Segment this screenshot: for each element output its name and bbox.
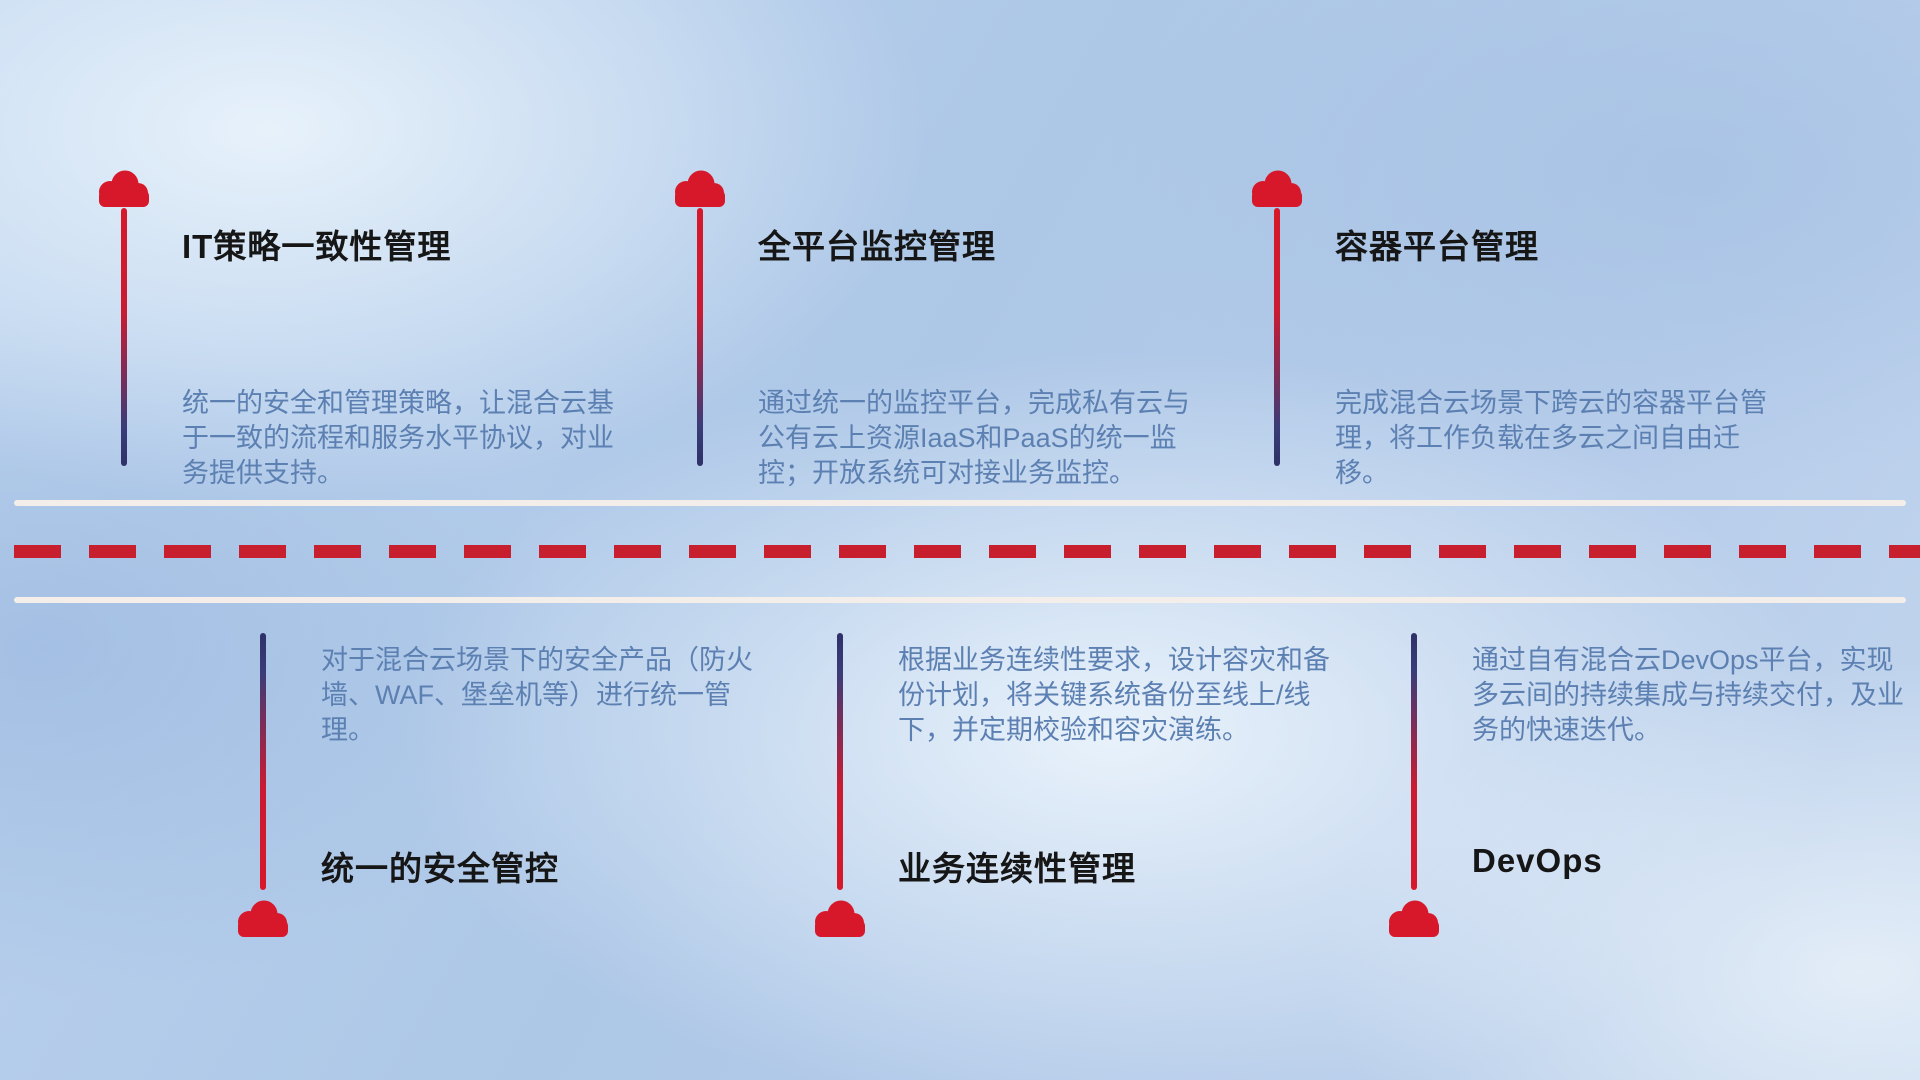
feature-description: 完成混合云场景下跨云的容器平台管理，将工作负载在多云之间自由迁移。 bbox=[1335, 388, 1767, 488]
feature-title: 全平台监控管理 bbox=[758, 228, 996, 265]
feature-platform-monitoring: 全平台监控管理 通过统一的监控平台，完成私有云与公有云上资源IaaS和PaaS的… bbox=[671, 168, 1201, 608]
timeline-pole bbox=[121, 208, 127, 466]
feature-title: DevOps bbox=[1472, 842, 1603, 879]
feature-title: 业务连续性管理 bbox=[898, 850, 1136, 887]
timeline-pole bbox=[837, 633, 843, 890]
road-dashed-line bbox=[14, 545, 1920, 558]
road-line-top bbox=[14, 500, 1906, 506]
feature-it-policy-consistency: IT策略一致性管理 统一的安全和管理策略，让混合云基于一致的流程和服务水平协议，… bbox=[95, 168, 625, 608]
feature-devops: 通过自有混合云DevOps平台，实现多云间的持续集成与持续交付，及业务的快速迭代… bbox=[1385, 630, 1915, 1070]
timeline-pole bbox=[1274, 208, 1280, 466]
cloud-icon bbox=[811, 898, 869, 938]
feature-description: 根据业务连续性要求，设计容灾和备份计划，将关键系统备份至线上/线下，并定期校验和… bbox=[898, 645, 1330, 745]
feature-title: 统一的安全管控 bbox=[321, 850, 559, 887]
cloud-icon bbox=[1385, 898, 1443, 938]
feature-description: 通过统一的监控平台，完成私有云与公有云上资源IaaS和PaaS的统一监控；开放系… bbox=[758, 388, 1190, 488]
cloud-icon bbox=[671, 168, 729, 208]
cloud-icon bbox=[95, 168, 153, 208]
feature-security-control: 对于混合云场景下的安全产品（防火墙、WAF、堡垒机等）进行统一管理。 统一的安全… bbox=[234, 630, 764, 1070]
feature-business-continuity: 根据业务连续性要求，设计容灾和备份计划，将关键系统备份至线上/线下，并定期校验和… bbox=[811, 630, 1341, 1070]
feature-description: 对于混合云场景下的安全产品（防火墙、WAF、堡垒机等）进行统一管理。 bbox=[321, 645, 753, 745]
road-line-bottom bbox=[14, 597, 1906, 603]
timeline-pole bbox=[260, 633, 266, 890]
cloud-icon bbox=[1248, 168, 1306, 208]
cloud-icon bbox=[234, 898, 292, 938]
feature-description: 通过自有混合云DevOps平台，实现多云间的持续集成与持续交付，及业务的快速迭代… bbox=[1472, 645, 1904, 745]
feature-container-platform: 容器平台管理 完成混合云场景下跨云的容器平台管理，将工作负载在多云之间自由迁移。 bbox=[1248, 168, 1778, 608]
timeline-pole bbox=[1411, 633, 1417, 890]
feature-title: IT策略一致性管理 bbox=[182, 228, 452, 265]
timeline-pole bbox=[697, 208, 703, 466]
feature-title: 容器平台管理 bbox=[1335, 228, 1539, 265]
feature-description: 统一的安全和管理策略，让混合云基于一致的流程和服务水平协议，对业务提供支持。 bbox=[182, 388, 614, 488]
